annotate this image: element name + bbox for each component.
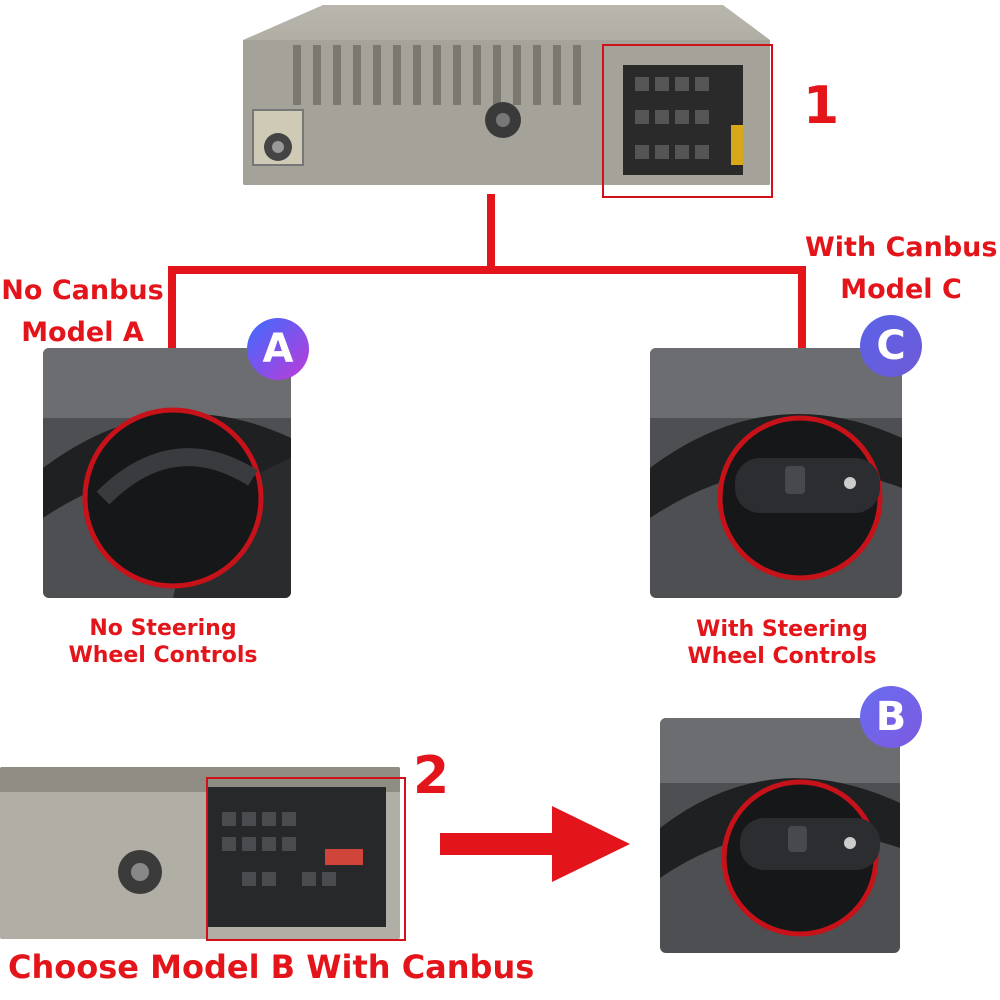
- model-a-label: No Canbus Model A: [0, 270, 165, 354]
- steering-wheel-photo-b: [660, 718, 900, 953]
- steering-wheel-photo-a: [43, 348, 291, 598]
- model-c-caption-line1: With Steering: [696, 617, 868, 642]
- model-c-caption: With Steering Wheel Controls: [672, 616, 892, 670]
- model-a-label-line1: No Canbus: [1, 275, 164, 306]
- steering-wheel-photo-c: [650, 348, 902, 598]
- step-number-1: 1: [803, 76, 840, 136]
- model-a-caption: No Steering Wheel Controls: [58, 615, 268, 669]
- connector-highlight-box-2: [206, 777, 406, 941]
- right-arrow-icon: [440, 806, 630, 882]
- badge-c-icon: C: [860, 315, 922, 377]
- model-c-caption-line2: Wheel Controls: [687, 644, 877, 669]
- trunk-line-vertical: [487, 194, 495, 274]
- model-c-label-line1: With Canbus: [805, 232, 998, 263]
- radio-unit-photo-bottom: [0, 767, 400, 939]
- bottom-title: Choose Model B With Canbus: [8, 948, 535, 986]
- branch-line-right: [798, 266, 806, 348]
- step-number-2: 2: [413, 746, 450, 806]
- model-a-caption-line1: No Steering: [89, 616, 237, 641]
- branch-line-left: [168, 266, 176, 348]
- connector-highlight-box-1: [602, 44, 773, 198]
- model-a-label-line2: Model A: [21, 317, 144, 348]
- model-c-label: With Canbus Model C: [805, 227, 997, 311]
- badge-b-icon: B: [860, 686, 922, 748]
- badge-a-icon: A: [247, 318, 309, 380]
- radio-unit-photo-top: [243, 5, 770, 185]
- branch-line-horizontal: [168, 266, 806, 274]
- model-c-label-line2: Model C: [840, 274, 962, 305]
- model-a-caption-line2: Wheel Controls: [68, 643, 258, 668]
